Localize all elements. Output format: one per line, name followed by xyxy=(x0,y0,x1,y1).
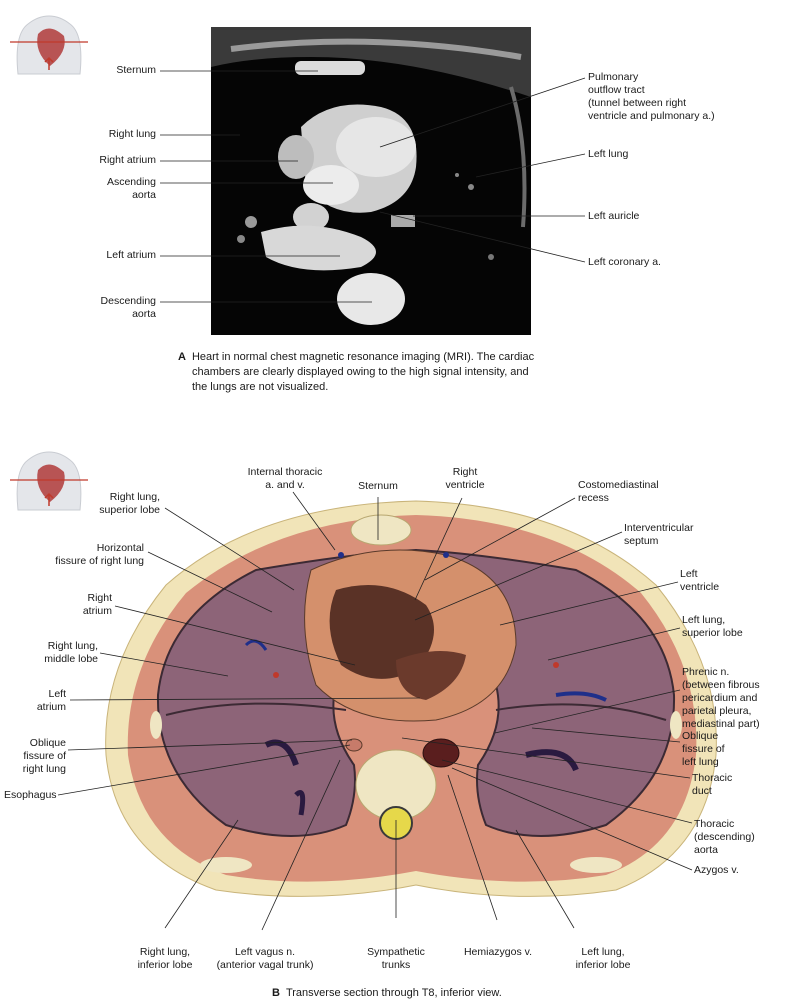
label-right-ventricle: Right ventricle xyxy=(445,466,485,491)
label-left-atrium-a: Left atrium xyxy=(106,249,156,261)
label-ascending-aorta: Ascending aorta xyxy=(106,176,156,201)
label-thoracic-aorta: Thoracic (descending) aorta xyxy=(694,818,755,856)
caption-b-text: Transverse section through T8, inferior … xyxy=(285,987,502,999)
label-left-atrium-b: Left atrium xyxy=(36,688,66,713)
label-left-coronary: Left coronary a. xyxy=(588,256,661,268)
mri-image xyxy=(211,27,531,335)
label-azygos: Azygos v. xyxy=(694,864,739,876)
label-left-auricle: Left auricle xyxy=(588,210,640,222)
torso-thumbnail-b xyxy=(10,451,88,511)
label-right-lung-a: Right lung xyxy=(108,128,156,140)
label-left-lung-a: Left lung xyxy=(588,148,629,160)
label-horizontal-fissure: Horizontal fissure of right lung xyxy=(55,542,144,567)
label-pulmonary-outflow: Pulmonary outflow tract (tunnel between … xyxy=(588,71,715,122)
label-sternum-a: Sternum xyxy=(116,64,156,76)
label-left-vagus: Left vagus n. (anterior vagal trunk) xyxy=(216,946,314,971)
label-oblique-left: Oblique fissure of left lung xyxy=(682,730,725,768)
label-phrenic: Phrenic n. (between fibrous pericardium … xyxy=(682,666,760,730)
label-left-lung-inferior: Left lung, inferior lobe xyxy=(575,946,631,971)
label-internal-thoracic: Internal thoracic a. and v. xyxy=(247,466,323,491)
label-left-ventricle: Left ventricle xyxy=(680,568,720,593)
label-sternum-b: Sternum xyxy=(358,480,398,492)
caption-a-text: Heart in normal chest magnetic resonance… xyxy=(191,351,535,393)
label-hemiazygos: Hemiazygos v. xyxy=(463,946,533,958)
label-oblique-right: Oblique fissure of right lung xyxy=(22,737,66,775)
torso-thumbnail-a xyxy=(10,15,88,75)
caption-b-letter: B xyxy=(272,987,280,999)
caption-a-letter: A xyxy=(178,351,186,363)
caption-b: B Transverse section through T8, inferior… xyxy=(272,986,632,1001)
label-right-lung-superior: Right lung, superior lobe xyxy=(99,491,160,516)
label-descending-aorta: Descending aorta xyxy=(100,295,156,320)
label-interventricular: Interventricular septum xyxy=(624,522,694,547)
label-right-lung-middle: Right lung, middle lobe xyxy=(44,640,98,665)
label-right-lung-inferior: Right lung, inferior lobe xyxy=(137,946,193,971)
label-right-atrium-b: Right atrium xyxy=(82,592,112,617)
label-thoracic-duct: Thoracic duct xyxy=(692,772,733,797)
label-costomediastinal: Costomediastinal recess xyxy=(578,479,659,504)
caption-a: A Heart in normal chest magnetic resonanc… xyxy=(178,350,598,395)
label-esophagus: Esophagus xyxy=(4,789,57,801)
label-right-atrium-a: Right atrium xyxy=(99,154,156,166)
label-left-lung-superior: Left lung, superior lobe xyxy=(682,614,743,639)
label-sympathetic: Sympathetic trunks xyxy=(367,946,425,971)
